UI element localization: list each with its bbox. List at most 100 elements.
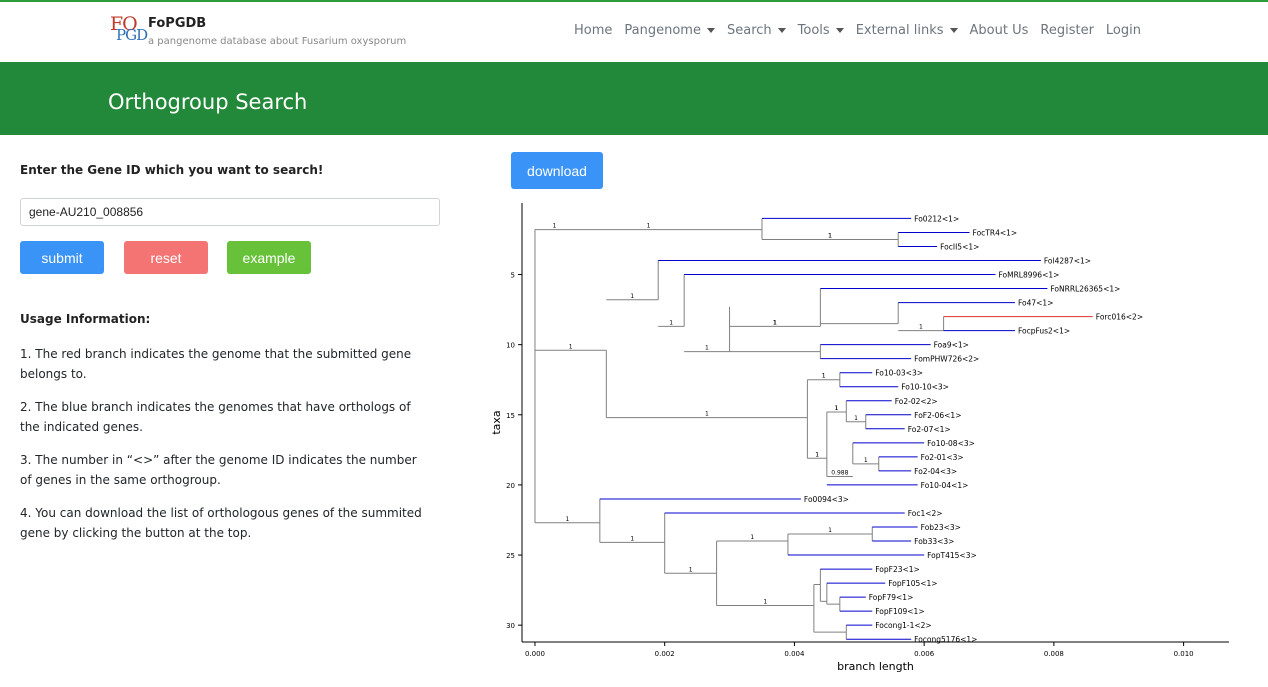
leaf-label: Fo10-03<3> — [875, 369, 923, 378]
leaf-label: Fob23<3> — [921, 523, 961, 532]
support-value: 1 — [689, 566, 693, 573]
top-accent-line — [0, 0, 1268, 2]
support-value: 1 — [828, 527, 832, 534]
y-tick-label: 5 — [511, 272, 515, 280]
support-value: 1 — [630, 293, 634, 300]
navbar: FO PGD FoPGDB a pangenome database about… — [0, 2, 1268, 62]
leaf-label: Fo10-08<3> — [927, 439, 975, 448]
support-value: 1 — [828, 232, 832, 239]
support-value: 1 — [569, 343, 573, 350]
leaf-label: FoMRL8996<1> — [998, 271, 1059, 280]
support-value: 1 — [565, 516, 569, 523]
x-tick-label: 0.000 — [525, 650, 545, 658]
reset-button[interactable]: reset — [124, 241, 208, 274]
nav-login[interactable]: Login — [1106, 23, 1141, 38]
leaf-label: Fo0094<3> — [804, 495, 849, 504]
support-value: 1 — [854, 415, 858, 422]
leaf-label: FopF23<1> — [875, 565, 920, 574]
leaf-label: FopF79<1> — [869, 593, 914, 602]
usage-item: 3. The number in “<>” after the genome I… — [20, 453, 417, 487]
leaf-label: Focong5176<1> — [914, 635, 977, 644]
logo-text-top: FO — [110, 13, 138, 35]
submit-button[interactable]: submit — [20, 241, 104, 274]
leaf-label: FoNRRL26365<1> — [1050, 285, 1120, 294]
nav-tools[interactable]: Tools — [798, 23, 844, 38]
nav-tools-label: Tools — [797, 23, 830, 38]
leaf-label: FomPHW726<2> — [914, 355, 979, 364]
y-tick-label: 20 — [506, 482, 515, 490]
usage-item: 2. The blue branch indicates the genomes… — [20, 400, 411, 434]
nav-search[interactable]: Search — [727, 23, 786, 38]
x-tick-label: 0.006 — [914, 650, 935, 658]
usage-item: 4. You can download the list of ortholog… — [20, 506, 422, 540]
leaf-label: FoF2-06<1> — [914, 411, 961, 420]
y-tick-label: 10 — [506, 342, 515, 350]
support-value: 1 — [773, 319, 777, 326]
y-tick-label: 15 — [506, 412, 515, 420]
support-value: 1 — [822, 373, 826, 380]
leaf-label: Fo2-07<1> — [908, 425, 951, 434]
support-value: 1 — [835, 405, 839, 412]
support-value: 1 — [553, 223, 557, 230]
brand-name[interactable]: FoPGDB — [148, 16, 207, 31]
x-axis-label: branch length — [837, 660, 914, 673]
support-value: 1 — [750, 534, 754, 541]
logo-text-bottom: PGD — [116, 26, 148, 44]
support-value: 1 — [773, 319, 777, 326]
nav-search-label: Search — [726, 23, 772, 38]
support-value: 1 — [705, 411, 709, 418]
leaf-label: Fo0212<1> — [914, 214, 959, 223]
support-value: 1 — [815, 451, 819, 458]
gene-id-input[interactable] — [20, 198, 440, 226]
support-value: 1 — [669, 319, 673, 326]
y-tick-label: 30 — [506, 622, 515, 630]
page-banner — [0, 62, 1268, 135]
leaf-label: FocTR4<1> — [973, 228, 1018, 237]
nav-home-label: Home — [574, 23, 613, 38]
nav-login-label: Login — [1105, 23, 1141, 38]
support-value: 1 — [815, 451, 819, 458]
leaf-label: Fo10-04<1> — [921, 481, 969, 490]
leaf-label: Fol4287<1> — [1044, 257, 1091, 266]
nav-external-links-label: External links — [855, 23, 944, 38]
nav-about-us-label: About Us — [969, 23, 1029, 38]
x-tick-label: 0.008 — [1044, 650, 1064, 658]
leaf-label: Focong1-1<2> — [875, 621, 931, 630]
support-value: 1 — [835, 405, 839, 412]
leaf-label: Foa9<1> — [934, 341, 969, 350]
nav-register-label: Register — [1040, 23, 1094, 38]
usage-item: 1. The red branch indicates the genome t… — [20, 347, 412, 381]
leaf-label: Fo47<1> — [1018, 299, 1054, 308]
nav-pangenome[interactable]: Pangenome — [624, 23, 715, 38]
leaf-label: FopF105<1> — [888, 579, 937, 588]
y-axis-label: taxa — [490, 410, 503, 434]
nav-home[interactable]: Home — [574, 23, 612, 38]
x-tick-label: 0.002 — [655, 650, 675, 658]
leaf-label: FopT415<3> — [927, 551, 977, 560]
leaf-label: Fo10-10<3> — [901, 383, 949, 392]
page-title: Orthogroup Search — [108, 90, 308, 114]
x-tick-label: 0.004 — [784, 650, 805, 658]
caret-down-icon — [777, 28, 786, 33]
leaf-label: Forc016<2> — [1096, 313, 1143, 322]
x-tick-label: 0.010 — [1174, 650, 1194, 658]
support-value: 1 — [647, 223, 651, 230]
brand-subtitle: a pangenome database about Fusarium oxys… — [148, 36, 407, 47]
nav-external-links[interactable]: External links — [856, 23, 958, 38]
example-button[interactable]: example — [227, 241, 311, 274]
support-value: 1 — [630, 535, 634, 542]
logo-icon[interactable]: FO PGD — [110, 13, 148, 44]
y-tick-label: 25 — [506, 552, 515, 560]
phylogenetic-tree: 0.000 0.002 0.004 0.006 0.008 0.010 5 10 15 20 25 3… — [490, 203, 1229, 673]
support-value: 1 — [864, 457, 868, 464]
support-value: 0.988 — [831, 469, 848, 476]
support-value: 1 — [822, 373, 826, 380]
leaf-label: FopF109<1> — [875, 607, 924, 616]
nav-register[interactable]: Register — [1040, 23, 1094, 38]
nav-about-us[interactable]: About Us — [970, 23, 1029, 38]
support-value: 1 — [919, 324, 923, 331]
download-button[interactable]: download — [511, 152, 603, 189]
leaf-label: Fo2-04<3> — [914, 467, 957, 476]
leaf-label: Fo2-02<2> — [895, 397, 938, 406]
caret-down-icon — [835, 28, 844, 33]
